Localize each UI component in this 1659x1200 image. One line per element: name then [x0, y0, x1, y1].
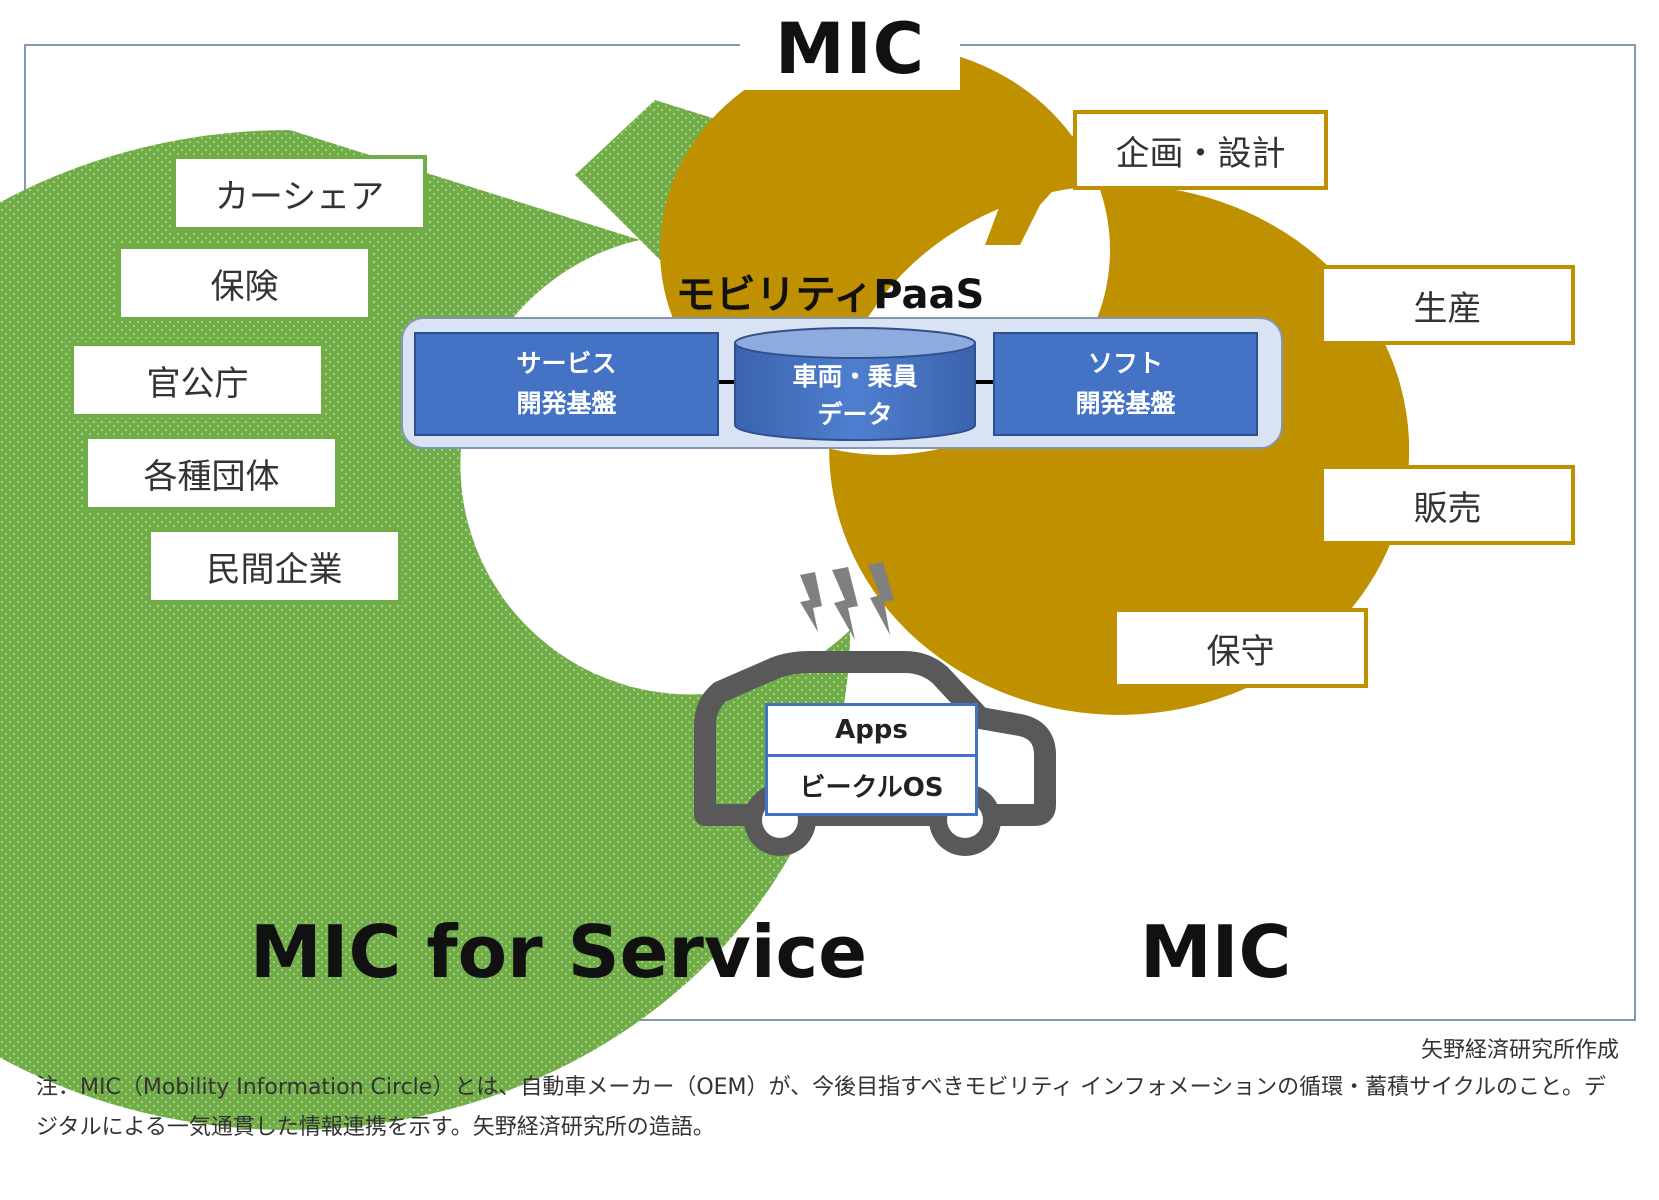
footnote: 注．MIC（Mobility Information Circle）とは、自動車…	[36, 1075, 1607, 1140]
vehicle-data-label: 車両・乗員 データ	[735, 358, 975, 434]
software-dev-platform-box: ソフト 開発基盤	[993, 332, 1258, 436]
data-cylinder	[734, 342, 976, 441]
gold-arrow-head	[950, 110, 1095, 245]
label-private-companies: 民間企業	[147, 528, 402, 604]
apps-box: Apps	[765, 703, 978, 757]
label-government: 官公庁	[70, 342, 325, 418]
data-box-line1: 車両・乗員	[792, 362, 918, 391]
mic-for-service-label: MIC for Service	[250, 910, 868, 994]
label-organizations: 各種団体	[84, 435, 339, 511]
label-production: 生産	[1320, 265, 1575, 345]
label-insurance: 保険	[117, 245, 372, 321]
source-credit: 矢野経済研究所作成	[1420, 1038, 1619, 1063]
soft-box-line1: ソフト	[1087, 349, 1163, 378]
page-title: MIC	[740, 8, 960, 90]
label-maintenance: 保守	[1113, 608, 1368, 688]
label-carshare: カーシェア	[172, 155, 427, 231]
service-box-line1: サービス	[516, 349, 617, 378]
label-planning-design: 企画・設計	[1073, 110, 1328, 190]
vehicle-os-box: ビークルOS	[765, 754, 978, 816]
service-box-line2: 開発基盤	[516, 389, 617, 418]
signal-icon	[800, 562, 894, 640]
data-box-line2: データ	[817, 400, 893, 429]
soft-box-line2: 開発基盤	[1075, 389, 1176, 418]
gold-cycle-ring	[660, 45, 1410, 715]
data-cylinder-top	[734, 327, 976, 359]
paas-title: モビリティPaaS	[675, 272, 985, 318]
mic-label: MIC	[1140, 910, 1292, 994]
service-dev-platform-box: サービス 開発基盤	[414, 332, 719, 436]
label-sales: 販売	[1320, 465, 1575, 545]
